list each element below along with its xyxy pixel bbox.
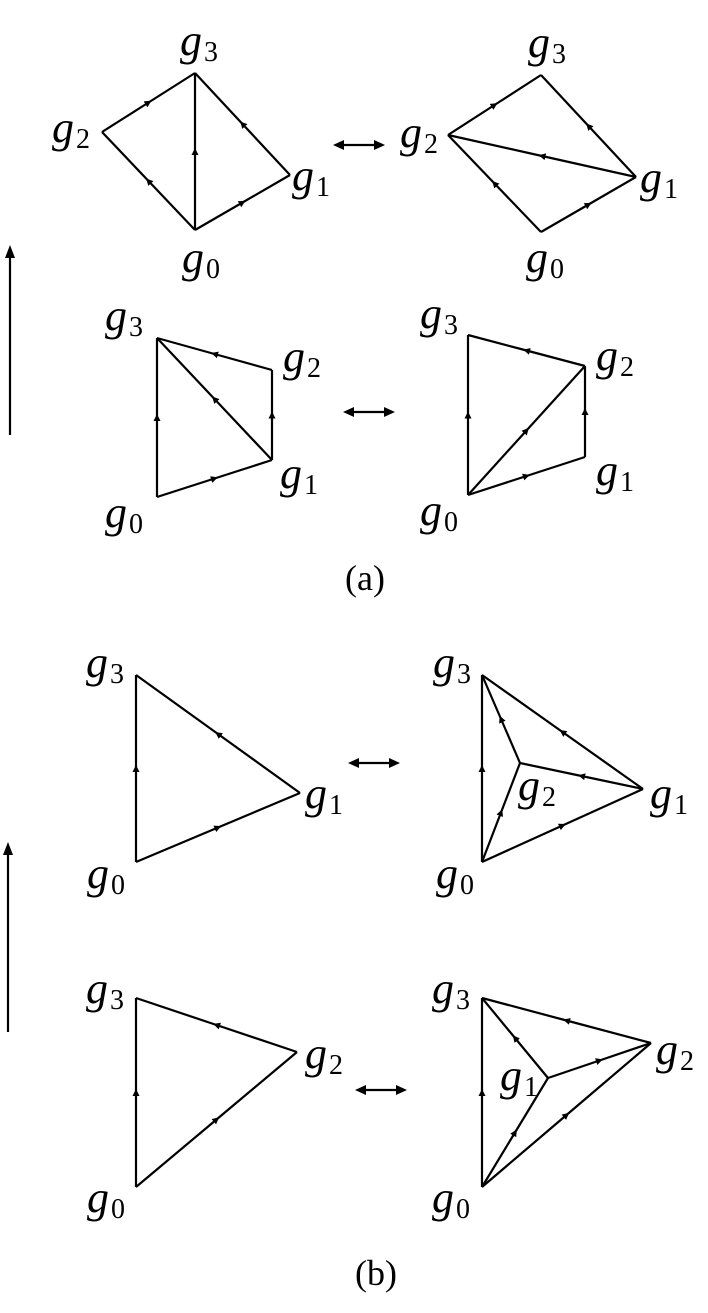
vertex-label-a-bottom-right-g3: g3 bbox=[420, 289, 458, 341]
captions-layer: (a) (b) bbox=[345, 558, 397, 1293]
vertex-label-b-top-left-g3: g3 bbox=[86, 638, 124, 690]
vertex-label-b-top-right-g2: g2 bbox=[518, 761, 556, 813]
edge-a-bottom-left-g0-g1 bbox=[156, 458, 273, 499]
edge-b-top-right-g0-g2 bbox=[480, 762, 522, 863]
edge-a-bottom-left-g1-g3 bbox=[156, 337, 273, 461]
edge-b-top-right-g2-g3 bbox=[480, 674, 522, 764]
vertex-label-a-top-right-g0: g0 bbox=[526, 233, 564, 285]
edge-b-top-right-g1-g2 bbox=[519, 761, 644, 791]
equivalence-arrow-3 bbox=[355, 1085, 407, 1095]
edge-b-bottom-left-g0-g2 bbox=[135, 1051, 298, 1188]
edge-b-top-left-g1-g3 bbox=[135, 674, 301, 794]
vertex-label-a-top-right-g2: g2 bbox=[400, 108, 438, 160]
edge-a-top-right-g0-g2 bbox=[447, 134, 542, 233]
edge-a-top-left-g2-g3 bbox=[101, 72, 196, 133]
vertex-label-a-bottom-right-g0: g0 bbox=[420, 486, 458, 538]
edge-a-top-right-g2-g3 bbox=[447, 74, 542, 136]
vertex-label-b-top-right-g3: g3 bbox=[433, 638, 471, 690]
edge-a-bottom-right-g0-g1 bbox=[467, 455, 586, 497]
edge-b-top-right-g0-g1 bbox=[481, 787, 644, 864]
edge-a-bottom-right-g0-g2 bbox=[467, 365, 586, 496]
vertex-label-b-top-right-g1: g1 bbox=[650, 769, 688, 821]
vertex-label-a-top-left-g1: g1 bbox=[292, 151, 330, 203]
vertical-arrow-a bbox=[5, 245, 15, 435]
caption-a: (a) bbox=[345, 558, 385, 598]
vertex-label-b-top-left-g0: g0 bbox=[87, 849, 125, 901]
vertex-label-b-top-right-g0: g0 bbox=[436, 849, 474, 901]
edge-b-bottom-right-g0-g2 bbox=[481, 1042, 652, 1188]
vertex-label-a-bottom-left-g0: g0 bbox=[105, 488, 143, 540]
equivalence-arrow-0 bbox=[333, 140, 385, 150]
vertex-label-b-bottom-right-g2: g2 bbox=[656, 1025, 694, 1077]
edge-a-bottom-left-g2-g3 bbox=[156, 336, 273, 372]
edge-a-top-right-g1-g3 bbox=[540, 74, 637, 178]
vertex-label-a-top-right-g1: g1 bbox=[640, 153, 678, 205]
edge-a-top-right-g1-g2 bbox=[447, 133, 637, 179]
caption-b: (b) bbox=[355, 1253, 397, 1293]
vertex-label-b-bottom-right-g1: g1 bbox=[500, 1051, 538, 1103]
vertex-label-a-top-left-g3: g3 bbox=[180, 16, 218, 68]
edge-b-top-right-g1-g3 bbox=[481, 674, 644, 790]
vertex-label-b-bottom-right-g3: g3 bbox=[432, 964, 470, 1016]
vertex-label-a-top-left-g0: g0 bbox=[182, 233, 220, 285]
equivalence-arrow-1 bbox=[343, 407, 395, 417]
vertex-label-a-bottom-left-g2: g2 bbox=[283, 332, 321, 384]
vertex-label-b-top-left-g1: g1 bbox=[305, 769, 343, 821]
edge-b-bottom-right-g0-g1 bbox=[481, 1077, 549, 1188]
edge-a-top-left-g1-g3 bbox=[194, 72, 291, 176]
edge-a-bottom-right-g2-g3 bbox=[467, 333, 586, 368]
vertex-label-b-bottom-left-g3: g3 bbox=[86, 964, 124, 1016]
vertex-label-a-bottom-right-g1: g1 bbox=[596, 446, 634, 498]
vertex-label-a-bottom-left-g3: g3 bbox=[105, 291, 143, 343]
edge-a-top-left-g0-g1 bbox=[194, 174, 291, 231]
vertex-label-a-bottom-left-g1: g1 bbox=[280, 449, 318, 501]
vertex-label-b-bottom-right-g0: g0 bbox=[432, 1173, 470, 1225]
vertical-arrow-b bbox=[3, 842, 13, 1032]
edge-b-bottom-left-g2-g3 bbox=[135, 996, 298, 1054]
edge-b-bottom-right-g2-g3 bbox=[481, 996, 652, 1045]
vertex-label-b-bottom-left-g2: g2 bbox=[305, 1029, 343, 1081]
edge-a-top-left-g0-g2 bbox=[101, 131, 196, 231]
vertex-label-a-top-left-g2: g2 bbox=[52, 103, 90, 155]
labels-layer: g0 g1 g2 g3 g0 g1 g2 g3 g0 g1 g2 g3 g0 g1 g2 g3 g0 g1 g3 g0… bbox=[52, 16, 694, 1225]
vertex-label-b-bottom-left-g0: g0 bbox=[87, 1173, 125, 1225]
equivalence-arrow-2 bbox=[348, 758, 400, 768]
edge-b-bottom-right-g1-g2 bbox=[547, 1041, 652, 1080]
edge-b-bottom-right-g1-g3 bbox=[481, 997, 549, 1079]
edge-a-top-right-g0-g1 bbox=[540, 176, 637, 233]
vertex-label-a-bottom-right-g2: g2 bbox=[596, 331, 634, 383]
edge-b-top-left-g0-g1 bbox=[135, 791, 301, 864]
vertex-label-a-top-right-g3: g3 bbox=[528, 18, 566, 70]
edges-layer bbox=[3, 72, 652, 1188]
